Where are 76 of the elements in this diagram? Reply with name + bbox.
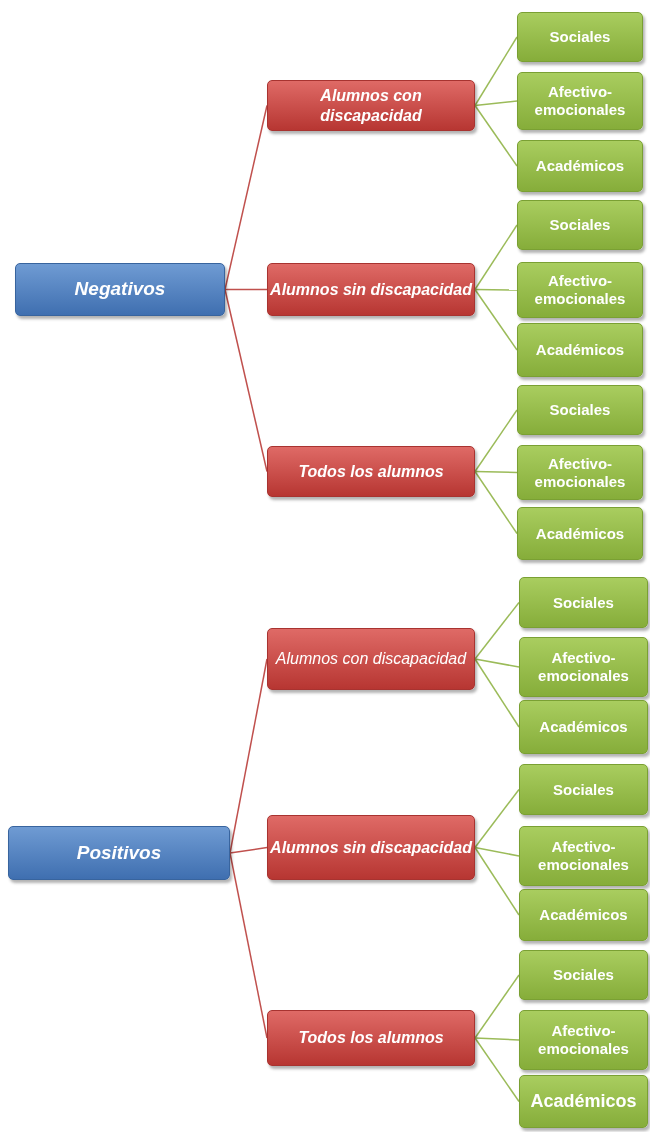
box-label: Académicos: [535, 524, 625, 543]
box-label: Académicos: [535, 341, 625, 359]
box-label: Alumnos sin discapacidad: [270, 279, 472, 300]
group-box: [267, 628, 475, 690]
group-box: [267, 815, 475, 880]
connector-line: [474, 1037, 520, 1041]
connector-line: [474, 288, 518, 351]
connector-line: [229, 846, 268, 854]
outcome-box: [517, 385, 643, 435]
outcome-box: [519, 700, 648, 754]
connector-line: [224, 104, 268, 291]
connector-line: [474, 409, 518, 473]
connector-line: [474, 846, 520, 916]
connector-line: [474, 846, 520, 857]
box-label: Alumnos sin discapacidad: [270, 837, 472, 858]
outcome-box: [517, 72, 643, 130]
connector-line: [474, 601, 520, 660]
connector-line: [474, 288, 518, 291]
box-label: Sociales: [553, 966, 614, 984]
connector-line: [224, 288, 268, 473]
outcome-box: [519, 950, 648, 1000]
outcome-box: [519, 1075, 648, 1128]
outcome-box: [519, 889, 648, 941]
outcome-box: [517, 323, 643, 377]
connector-line: [224, 288, 268, 291]
connector-line: [474, 100, 518, 107]
box-label: Afectivo-emocionales: [537, 649, 630, 685]
box-label: Afectivo-emocionales: [533, 83, 627, 119]
connector-line: [474, 658, 520, 728]
outcome-box: [517, 262, 643, 318]
box-label: Alumnos con discapacidad: [275, 649, 467, 669]
box-label: Alumnos con discapacidad: [319, 86, 423, 125]
connector-line: [474, 224, 518, 291]
group-box: [267, 446, 475, 497]
connector-line: [474, 470, 518, 535]
box-label: Afectivo-emocionales: [537, 1022, 630, 1058]
outcome-box: [517, 445, 643, 500]
outcome-box: [517, 12, 643, 62]
box-label: Todos los alumnos: [298, 1028, 444, 1048]
outcome-box: [519, 764, 648, 815]
group-box: [267, 1010, 475, 1066]
box-label: Sociales: [549, 216, 611, 234]
connector-line: [474, 974, 520, 1039]
outcome-box: [519, 1010, 648, 1070]
box-label: Sociales: [553, 593, 614, 612]
connector-line: [229, 852, 268, 1039]
outcome-box: [519, 637, 648, 697]
outcome-box: [519, 826, 648, 886]
category-box: [15, 263, 225, 316]
box-label: Académicos: [530, 1090, 637, 1113]
box-label: Sociales: [549, 28, 611, 46]
box-label: Negativos: [74, 278, 166, 301]
box-label: Afectivo-emocionales: [537, 838, 630, 874]
box-label: Sociales: [553, 780, 614, 799]
connector-line: [474, 36, 518, 107]
category-box: [8, 826, 230, 880]
box-label: Académicos: [539, 718, 628, 736]
box-label: Afectivo-emocionales: [533, 454, 627, 491]
outcome-box: [519, 577, 648, 628]
group-box: [267, 263, 475, 316]
connector-line: [474, 470, 518, 474]
group-box: [267, 80, 475, 131]
connector-line: [474, 658, 520, 668]
box-label: Afectivo-emocionales: [533, 272, 627, 308]
box-label: Todos los alumnos: [298, 461, 444, 482]
connector-line: [474, 104, 518, 167]
box-label: Académicos: [535, 157, 625, 175]
connector-line: [474, 788, 520, 849]
box-label: Positivos: [76, 841, 162, 865]
connector-line: [229, 658, 268, 854]
outcome-box: [517, 507, 643, 560]
box-label: Académicos: [539, 906, 628, 924]
outcome-box: [517, 140, 643, 192]
box-label: Sociales: [549, 401, 611, 419]
connector-line: [474, 1037, 520, 1103]
outcome-box: [517, 200, 643, 250]
